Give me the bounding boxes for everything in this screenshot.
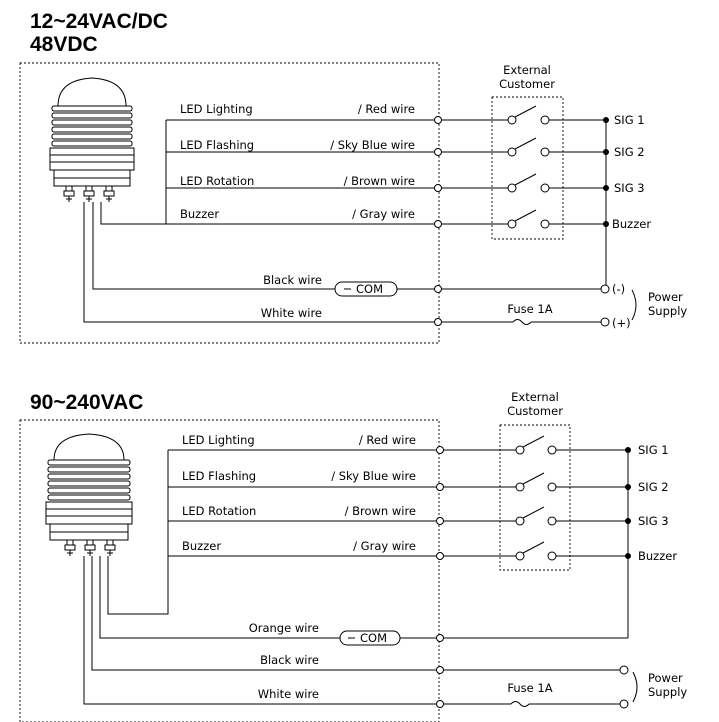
section2-wire-color-1: / Red wire xyxy=(359,433,416,447)
section1-com-label: COM xyxy=(356,282,383,296)
section1-external-label-1: External xyxy=(503,63,551,77)
section2-wire-function-3: LED Rotation xyxy=(182,504,256,518)
section1-tower-lamp-icon xyxy=(49,77,135,202)
section1-wire-color-1: / Red wire xyxy=(358,102,415,116)
section1-switches xyxy=(507,105,550,229)
section2-signal-4: Buzzer xyxy=(638,549,677,563)
section1-com-wire-label: Black wire xyxy=(263,273,322,287)
section2-wire-color-2: / Sky Blue wire xyxy=(331,469,416,483)
section2-wire-function-4: Buzzer xyxy=(182,539,221,553)
section2-com-terminal: COM xyxy=(339,630,401,646)
section-low-voltage: 12~24VAC/DC 48VDC xyxy=(19,10,687,344)
section2-tower-lamp-icon xyxy=(45,433,133,556)
section2-wire-color-4: / Gray wire xyxy=(353,539,416,553)
section2-black-wire-label: Black wire xyxy=(260,653,319,667)
section1-signal-1: SIG 1 xyxy=(614,113,645,127)
section1-heading-line1: 12~24VAC/DC xyxy=(30,10,168,33)
section1-internal-wiring xyxy=(83,119,438,323)
section2-external-wiring xyxy=(440,449,629,707)
section1-external-label-2: Customer xyxy=(499,77,555,91)
section1-wire-function-3: LED Rotation xyxy=(180,174,254,188)
section2-internal-wiring xyxy=(83,449,440,705)
section-high-voltage: 90~240VAC xyxy=(19,390,687,722)
section2-boundary-terminals xyxy=(436,446,444,708)
section1-external-wiring xyxy=(438,119,607,325)
section2-external-box xyxy=(499,424,571,571)
section2-signal-2: SIG 2 xyxy=(638,480,669,494)
section1-wire-function-2: LED Flashing xyxy=(180,138,254,152)
section2-signal-1: SIG 1 xyxy=(638,443,669,457)
section2-heading: 90~240VAC xyxy=(30,391,143,414)
section2-wire-color-3: / Brown wire xyxy=(345,504,416,518)
section1-plus-label: (+) xyxy=(612,316,631,330)
section2-power-label-2: Supply xyxy=(648,685,687,699)
section1-power-label-1: Power xyxy=(648,290,683,304)
section1-unit-boundary xyxy=(19,62,440,344)
section2-wire-function-1: LED Lighting xyxy=(182,433,255,447)
section2-switches xyxy=(515,435,557,561)
section1-boundary-terminals xyxy=(434,116,442,326)
section1-power-label-2: Supply xyxy=(648,304,687,318)
section2-external-label-2: Customer xyxy=(507,404,563,418)
section2-wire-function-2: LED Flashing xyxy=(182,469,256,483)
section2-com-wire-label: Orange wire xyxy=(249,621,319,635)
section1-fuse-label: Fuse 1A xyxy=(507,302,552,316)
section1-white-wire-label: White wire xyxy=(261,306,322,320)
section1-signal-2: SIG 2 xyxy=(614,145,645,159)
section2-power-label-1: Power xyxy=(648,671,683,685)
section2-signal-3: SIG 3 xyxy=(638,514,669,528)
section1-wire-color-4: / Gray wire xyxy=(352,207,415,221)
section1-signal-4: Buzzer xyxy=(612,217,651,231)
section1-power-bracket xyxy=(631,289,637,321)
section2-fuse-label: Fuse 1A xyxy=(507,681,552,695)
section1-minus-label: (-) xyxy=(612,282,625,296)
section1-heading-line2: 48VDC xyxy=(30,33,98,56)
section1-wire-function-1: LED Lighting xyxy=(180,102,253,116)
section2-white-wire-label: White wire xyxy=(258,687,319,701)
section2-com-label: COM xyxy=(360,631,387,645)
section1-external-box xyxy=(491,96,564,240)
section2-external-label-1: External xyxy=(511,390,559,404)
section2-power-bracket xyxy=(632,671,638,703)
section1-wire-function-4: Buzzer xyxy=(180,207,219,221)
section1-wire-color-3: / Brown wire xyxy=(344,174,415,188)
section1-com-terminal: COM xyxy=(334,281,398,297)
section1-signal-3: SIG 3 xyxy=(614,181,645,195)
section1-wire-color-2: / Sky Blue wire xyxy=(330,138,415,152)
section2-unit-boundary xyxy=(19,419,440,722)
